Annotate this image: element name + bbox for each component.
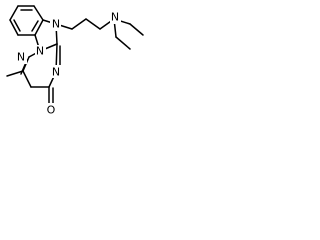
bond <box>129 23 144 36</box>
bond <box>34 19 44 36</box>
bond <box>9 5 19 21</box>
methyl-bond <box>6 70 24 77</box>
benzene-ring <box>9 5 44 36</box>
bond <box>115 36 131 50</box>
carbonyl-oxygen-label: O <box>47 104 56 117</box>
bond <box>71 18 87 30</box>
bridgehead-nitrogen-label: N <box>36 45 44 58</box>
double-bond-inner <box>13 19 21 32</box>
bond <box>85 18 101 30</box>
double-bond-inner <box>31 20 39 32</box>
ring-nitrogen-label: N <box>52 18 60 31</box>
bond <box>22 70 32 88</box>
ring-nitrogen-label: N <box>17 51 25 64</box>
bond <box>9 19 19 36</box>
aminoethyl-chain <box>55 18 144 50</box>
amine-nitrogen-label: N <box>111 11 119 24</box>
ring-nitrogen-label: N <box>52 66 60 79</box>
molecule-structure: N N N N N O <box>6 5 144 117</box>
bond <box>33 5 44 21</box>
atom-labels: N N N N N O <box>16 11 121 117</box>
